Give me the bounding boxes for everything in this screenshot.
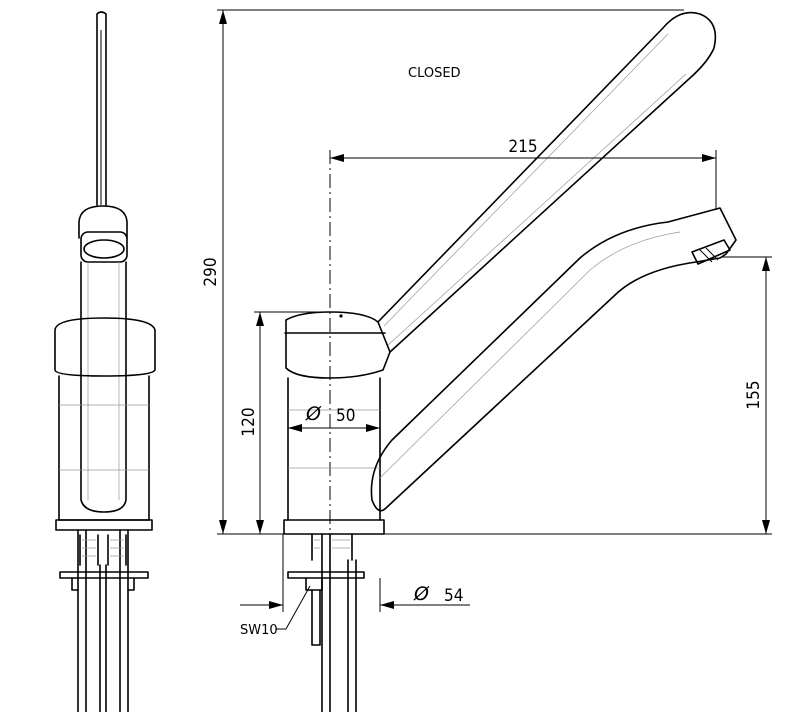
side-supply-hoses	[77, 529, 129, 712]
side-thread-lines	[82, 539, 124, 557]
side-lever-arm-shading	[87, 262, 120, 500]
dim-50-arrow-left	[288, 424, 302, 432]
side-fixing-nut	[71, 577, 135, 591]
sw10-label: SW10	[240, 623, 278, 638]
hub-marker	[339, 314, 343, 318]
aerator	[691, 239, 731, 265]
state-label: CLOSED	[408, 66, 461, 81]
side-body-cap	[54, 317, 156, 377]
threads	[311, 533, 353, 561]
body-bands	[288, 409, 380, 469]
side-fixing-plate	[59, 571, 149, 579]
side-lever-stem	[96, 11, 107, 206]
dim-50-arrow-right	[366, 424, 380, 432]
supply-hoses	[321, 559, 357, 712]
lever-shading	[383, 33, 687, 347]
spout-shading	[379, 231, 681, 479]
side-body	[58, 375, 150, 521]
dim-290-label: 290	[201, 257, 221, 286]
fixing-plate	[287, 571, 365, 579]
aerator-detail	[699, 247, 719, 263]
base	[283, 519, 385, 535]
dim-290-arrow-bottom	[219, 520, 227, 534]
dim-155-arrow-top	[762, 257, 770, 271]
dim-50-label: 50	[336, 406, 355, 426]
dim-290-arrow-top	[219, 10, 227, 24]
side-threads	[79, 534, 127, 566]
side-lever-ring-inner	[83, 239, 125, 259]
side-lever-head	[78, 205, 128, 239]
dim-50-diameter-icon: Ø	[305, 403, 322, 425]
dim-120-label: 120	[239, 407, 259, 436]
dim-120-arrow-top	[256, 312, 264, 326]
lever	[377, 11, 717, 353]
side-stud	[99, 564, 107, 712]
fixing-stud	[311, 589, 321, 646]
dim-54-diameter-icon: Ø	[413, 583, 430, 605]
dim-54-arrow-left	[269, 601, 283, 609]
dim-155-label: 155	[744, 380, 764, 409]
front-view	[283, 11, 737, 712]
side-lever-arm	[80, 261, 127, 513]
body	[287, 377, 381, 521]
handle-hub	[285, 311, 391, 379]
dim-215-label: 215	[508, 137, 537, 157]
thread-lines	[314, 539, 350, 549]
dim-155-arrow-bottom	[762, 520, 770, 534]
spout	[370, 207, 737, 512]
side-lever-ring-outer	[80, 231, 128, 263]
dimensions: 290 215 120 Ø 50 155 Ø 54	[201, 9, 772, 638]
side-body-bands	[59, 404, 149, 471]
dim-54-label: 54	[444, 586, 463, 606]
dim-215-arrow-right	[702, 154, 716, 162]
side-view	[54, 11, 156, 712]
dim-215-arrow-left	[330, 154, 344, 162]
side-base	[55, 519, 153, 531]
dim-54-arrow-right	[380, 601, 394, 609]
dim-120-arrow-bottom	[256, 520, 264, 534]
sw10-leader	[276, 585, 311, 630]
